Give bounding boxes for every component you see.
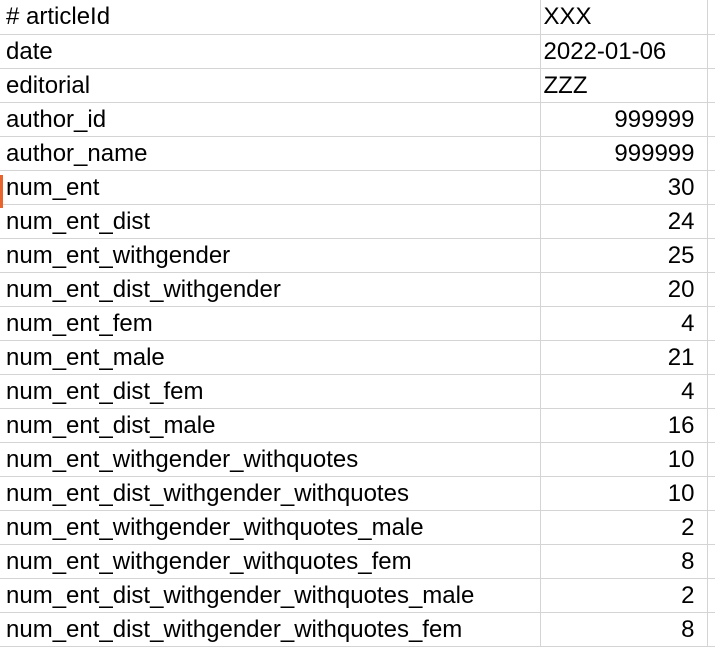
- cell-empty[interactable]: [707, 306, 715, 341]
- cell-value[interactable]: 25: [540, 238, 708, 273]
- cell-label[interactable]: num_ent_dist_withgender: [0, 272, 541, 307]
- cell-value[interactable]: 10: [540, 476, 708, 511]
- cell-empty[interactable]: [707, 204, 715, 239]
- cell-empty[interactable]: [707, 170, 715, 205]
- cell-value[interactable]: 2022-01-06: [540, 34, 708, 69]
- cell-value[interactable]: 10: [540, 442, 708, 477]
- cell-empty[interactable]: [707, 408, 715, 443]
- cell-label[interactable]: num_ent_withgender_withquotes_male: [0, 510, 541, 545]
- cell-empty[interactable]: [707, 102, 715, 137]
- active-row-marker: [0, 175, 3, 208]
- cell-value[interactable]: 4: [540, 306, 708, 341]
- cell-value[interactable]: 8: [540, 544, 708, 579]
- cell-empty[interactable]: [707, 442, 715, 477]
- cell-label[interactable]: author_id: [0, 102, 541, 137]
- cell-value[interactable]: 16: [540, 408, 708, 443]
- cell-empty[interactable]: [707, 578, 715, 613]
- cell-label[interactable]: num_ent_male: [0, 340, 541, 375]
- cell-empty[interactable]: [707, 238, 715, 273]
- cell-value[interactable]: 30: [540, 170, 708, 205]
- cell-empty[interactable]: [707, 34, 715, 69]
- cell-empty[interactable]: [707, 374, 715, 409]
- cell-label[interactable]: author_name: [0, 136, 541, 171]
- cell-value[interactable]: XXX: [540, 0, 708, 35]
- cell-value[interactable]: ZZZ: [540, 68, 708, 103]
- cell-empty[interactable]: [707, 476, 715, 511]
- cell-value[interactable]: 20: [540, 272, 708, 307]
- cell-value[interactable]: 2: [540, 578, 708, 613]
- cell-label[interactable]: num_ent: [0, 170, 541, 205]
- cell-empty[interactable]: [707, 68, 715, 103]
- cell-empty[interactable]: [707, 340, 715, 375]
- cell-value[interactable]: 21: [540, 340, 708, 375]
- cell-value[interactable]: 4: [540, 374, 708, 409]
- cell-label[interactable]: num_ent_withgender: [0, 238, 541, 273]
- cell-empty[interactable]: [707, 0, 715, 35]
- cell-value[interactable]: 999999: [540, 136, 708, 171]
- cell-label[interactable]: num_ent_dist_withgender_withquotes_fem: [0, 612, 541, 647]
- cell-empty[interactable]: [707, 136, 715, 171]
- cell-label[interactable]: num_ent_dist_male: [0, 408, 541, 443]
- cell-label[interactable]: num_ent_dist: [0, 204, 541, 239]
- cell-label[interactable]: editorial: [0, 68, 541, 103]
- cell-label[interactable]: num_ent_dist_withgender_withquotes: [0, 476, 541, 511]
- cell-label[interactable]: num_ent_withgender_withquotes: [0, 442, 541, 477]
- cell-label[interactable]: num_ent_withgender_withquotes_fem: [0, 544, 541, 579]
- cell-value[interactable]: 999999: [540, 102, 708, 137]
- cell-value[interactable]: 24: [540, 204, 708, 239]
- cell-empty[interactable]: [707, 510, 715, 545]
- cell-empty[interactable]: [707, 544, 715, 579]
- cell-value[interactable]: 2: [540, 510, 708, 545]
- cell-empty[interactable]: [707, 272, 715, 307]
- cell-label[interactable]: date: [0, 34, 541, 69]
- cell-label[interactable]: # articleId: [0, 0, 541, 35]
- cell-label[interactable]: num_ent_dist_withgender_withquotes_male: [0, 578, 541, 613]
- cell-value[interactable]: 8: [540, 612, 708, 647]
- cell-label[interactable]: num_ent_dist_fem: [0, 374, 541, 409]
- cell-label[interactable]: num_ent_fem: [0, 306, 541, 341]
- cell-empty[interactable]: [707, 612, 715, 647]
